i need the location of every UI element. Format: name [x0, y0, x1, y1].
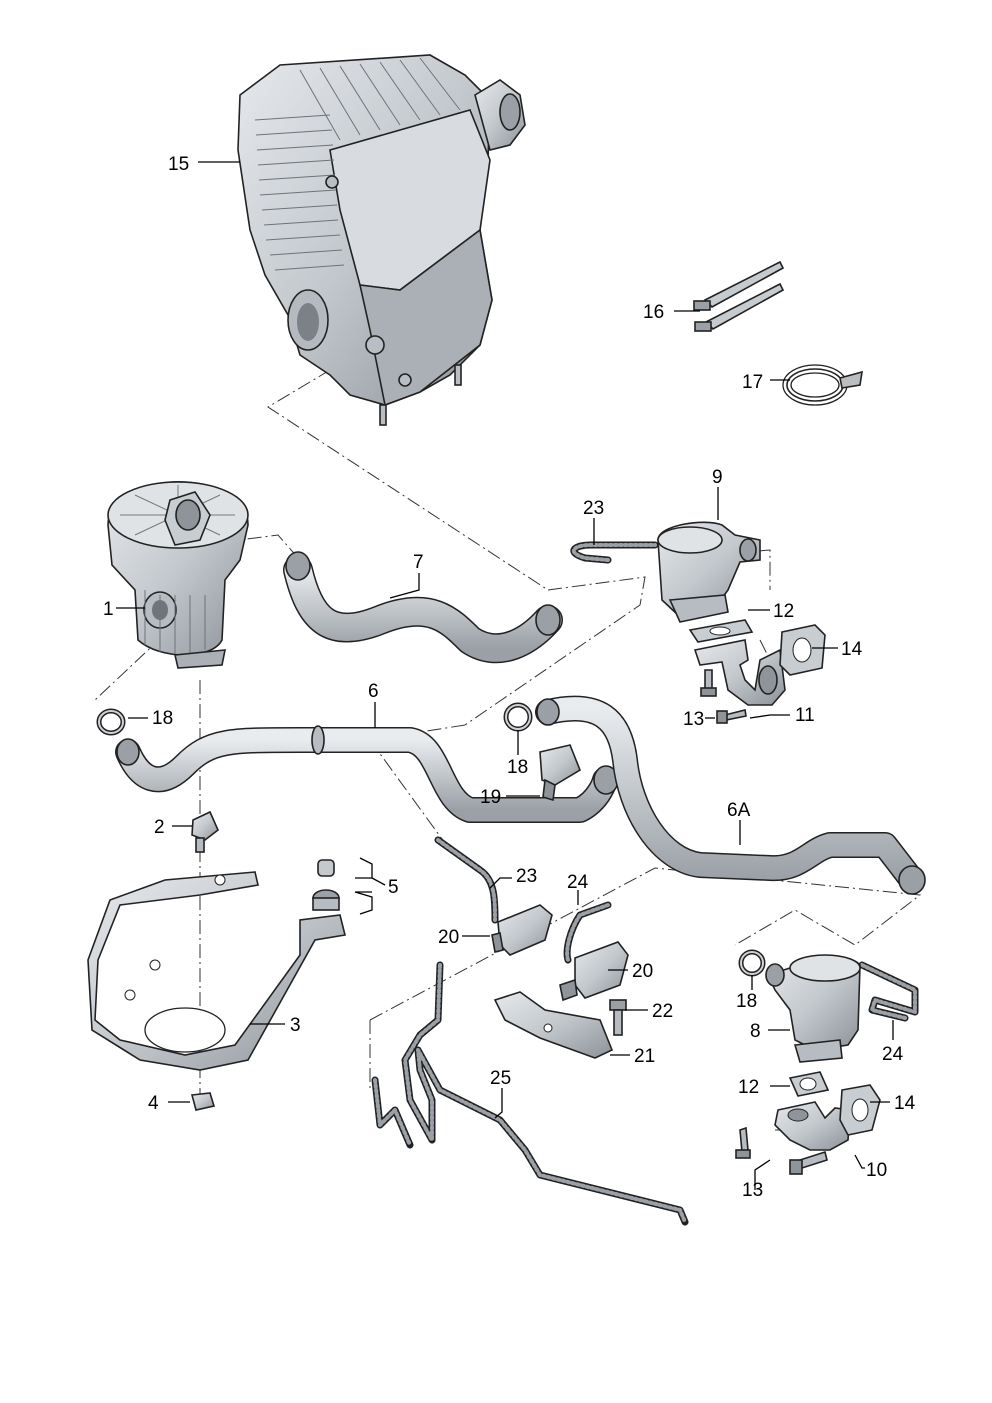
label-3: 3	[290, 1015, 301, 1036]
hose-7	[283, 551, 563, 664]
electrical-connector-19	[539, 744, 581, 802]
label-18-mid: 18	[507, 757, 528, 778]
label-24-mid: 24	[567, 872, 589, 893]
label-11: 11	[795, 705, 815, 726]
connecting-pipe-10	[774, 1101, 851, 1151]
label-14-top: 14	[841, 639, 863, 660]
label-1: 1	[103, 599, 114, 620]
vacuum-hose-23-mid	[434, 836, 499, 924]
connecting-pipe-11	[693, 639, 786, 706]
label-25: 25	[490, 1068, 511, 1089]
label-6A: 6A	[727, 800, 751, 821]
cable-ties	[693, 260, 785, 332]
label-7: 7	[413, 552, 424, 573]
vacuum-hose-23-top	[570, 541, 659, 564]
bolts-13-top	[700, 669, 747, 724]
bracket-21	[493, 991, 614, 1059]
leader-lines	[116, 161, 894, 1190]
label-15: 15	[168, 154, 189, 175]
label-12-top: 12	[773, 601, 794, 622]
gasket-14-top	[779, 624, 826, 676]
label-18-left: 18	[152, 708, 173, 729]
label-23-top: 23	[583, 498, 604, 519]
bolts-13-bottom	[735, 1126, 828, 1175]
vacuum-hose-24-right	[858, 961, 919, 1022]
label-18-right: 18	[736, 991, 757, 1012]
label-21: 21	[634, 1046, 655, 1067]
label-16: 16	[643, 302, 664, 323]
label-20-right: 20	[632, 961, 653, 982]
combination-valve-8	[765, 954, 861, 1063]
hose-6A	[535, 695, 926, 895]
label-13-bottom: 13	[742, 1180, 763, 1201]
label-2: 2	[154, 817, 165, 838]
part-labels: 15 16 17 9 23 7 1 12 14 6 18 11 13 18 19…	[103, 154, 916, 1201]
bolt-22	[609, 999, 627, 1036]
vacuum-hose-25	[371, 961, 689, 1226]
air-filter-housing	[237, 54, 526, 426]
sensor-2	[191, 810, 219, 853]
o-rings-18	[96, 702, 766, 977]
label-23-mid: 23	[516, 866, 537, 887]
label-6: 6	[368, 681, 379, 702]
solenoid-valve-20-right	[559, 941, 629, 1002]
label-22: 22	[652, 1001, 673, 1022]
bracket-3	[87, 871, 346, 1071]
nut-4	[190, 1092, 216, 1111]
label-9: 9	[712, 467, 723, 488]
label-4: 4	[148, 1093, 159, 1114]
combination-valve-9	[657, 521, 761, 623]
label-19: 19	[480, 787, 501, 808]
label-13-top: 13	[683, 709, 704, 730]
hose-6	[115, 725, 619, 823]
gasket-12-top	[688, 619, 754, 643]
secondary-air-pump	[107, 481, 249, 669]
label-20-left: 20	[438, 927, 459, 948]
label-5: 5	[388, 877, 399, 898]
gasket-14-bottom	[839, 1084, 881, 1136]
label-8: 8	[750, 1021, 761, 1042]
label-17: 17	[742, 372, 763, 393]
hose-clamp	[782, 364, 863, 406]
vacuum-hose-24-mid	[563, 901, 612, 964]
label-14-bottom: 14	[894, 1093, 916, 1114]
label-10: 10	[866, 1160, 887, 1181]
gasket-12-bottom	[788, 1071, 830, 1097]
rubber-mounts-5	[312, 859, 340, 911]
label-24-right: 24	[882, 1044, 904, 1065]
label-12-bottom: 12	[738, 1077, 759, 1098]
solenoid-valve-20-left	[491, 904, 553, 956]
